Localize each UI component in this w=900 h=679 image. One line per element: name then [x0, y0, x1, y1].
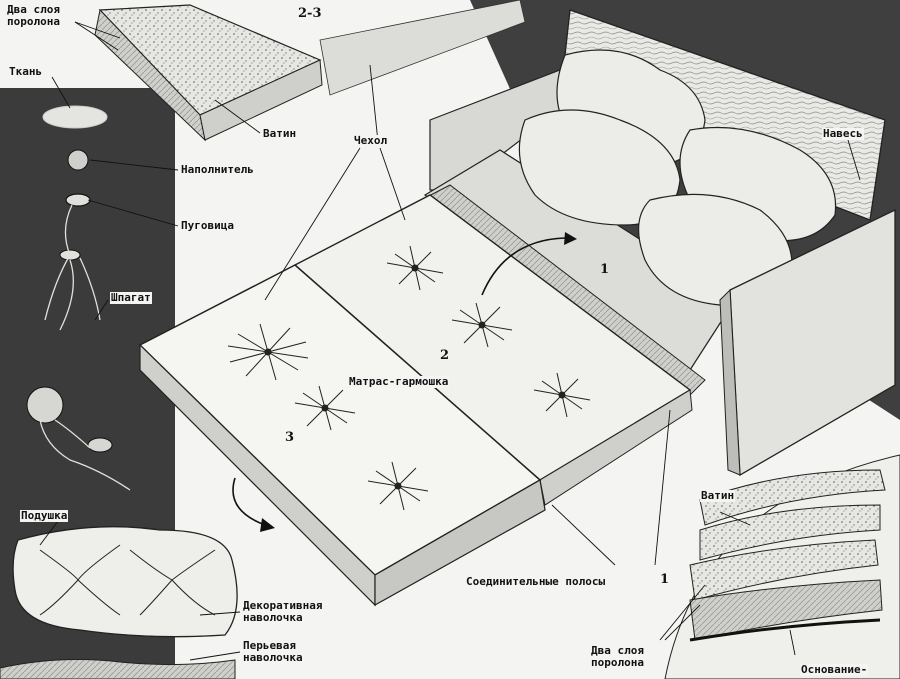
- layer-detail-inset: [664, 454, 900, 679]
- label-accordion-mattress: Матрас-гармошка: [348, 375, 450, 388]
- label-twine: Шпагат: [110, 291, 152, 304]
- label-pillow: Подушка: [20, 509, 69, 522]
- number-section-1: 1: [600, 262, 610, 277]
- label-filler: Наполнитель: [180, 163, 255, 176]
- number-section-3: 3: [285, 430, 295, 445]
- label-button: Пуговица: [180, 219, 235, 232]
- accordion-mattress: [138, 194, 693, 607]
- pillow-illustration: [12, 526, 238, 638]
- label-two-foam-layers-bottom: Два слоя поролона: [590, 644, 645, 669]
- number-section-2: 2: [440, 348, 450, 363]
- leader-lines: [39, 21, 861, 661]
- fold-arrow-lower: [232, 477, 266, 526]
- needle-ball: [26, 386, 64, 424]
- label-decor-pillowcase: Декоративная наволочка: [242, 599, 324, 624]
- label-batting-detail: Ватин: [700, 489, 736, 502]
- label-connecting-strips: Соединительные полосы: [465, 575, 607, 588]
- label-fabric: Ткань: [8, 65, 44, 78]
- number-top-inset: 2-3: [298, 6, 322, 21]
- right-armrest: [719, 208, 896, 477]
- back-pillows: [518, 49, 837, 307]
- tufting-stars: [227, 245, 591, 511]
- label-base: Основание-: [800, 663, 869, 676]
- label-hinge: Навесь: [822, 127, 864, 140]
- left-armrest: [429, 69, 561, 191]
- button-item: [65, 193, 91, 207]
- number-detail-1: 1: [660, 572, 670, 587]
- label-cover: Чехол: [353, 134, 389, 147]
- label-batting-top: Ватин: [262, 127, 298, 140]
- fabric-swatch: [42, 105, 108, 129]
- label-two-foam-layers-top: Два слоя поролона: [6, 3, 61, 28]
- label-feather-pillowcase: Перьевая наволочка: [242, 639, 304, 664]
- top-cushion-inset: [94, 0, 526, 142]
- filler-ball: [67, 149, 89, 171]
- fold-arrow-upper: [481, 237, 566, 296]
- feather-pillowcase: [0, 659, 236, 679]
